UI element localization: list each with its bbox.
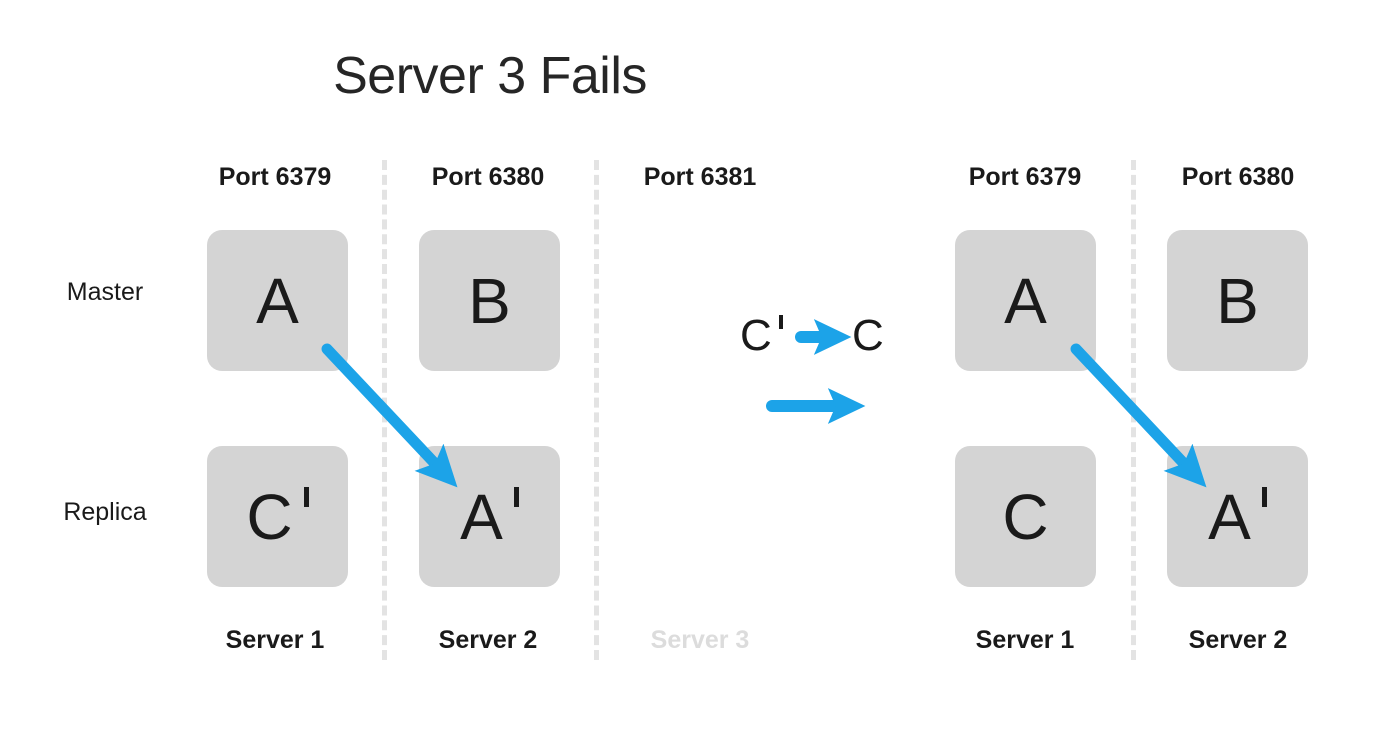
- node-letter: B: [1216, 264, 1259, 337]
- node-letter: B: [468, 264, 511, 337]
- port-label-after-1: Port 6379: [968, 163, 1082, 191]
- server-label-after-2: Server 2: [1188, 626, 1288, 654]
- server-label-after-1: Server 1: [975, 626, 1075, 654]
- row-label-master: Master: [66, 278, 144, 306]
- node-letter: C: [246, 480, 309, 553]
- node-letter: C: [1002, 480, 1049, 553]
- node-box-before-s2-master[interactable]: B: [419, 230, 560, 371]
- row-label-replica: Replica: [63, 498, 147, 526]
- node-box-before-s1-replica[interactable]: C: [207, 446, 348, 587]
- page-title: Server 3 Fails: [333, 47, 647, 105]
- column-divider-2: [594, 160, 599, 660]
- server-label-before-2: Server 2: [438, 626, 538, 654]
- node-letter: A: [1004, 264, 1047, 337]
- node-box-before-s1-master[interactable]: A: [207, 230, 348, 371]
- node-box-after-s1-master[interactable]: A: [955, 230, 1096, 371]
- server-label-before-3: Server 3: [650, 626, 750, 654]
- column-divider-1: [382, 160, 387, 660]
- node-letter: A: [256, 264, 299, 337]
- node-box-after-s2-master[interactable]: B: [1167, 230, 1308, 371]
- node-box-before-s2-replica[interactable]: A: [419, 446, 560, 587]
- node-letter: A: [460, 480, 519, 553]
- port-label-before-3: Port 6381: [643, 163, 757, 191]
- node-letter: A: [1208, 480, 1267, 553]
- transition-from-label: C: [740, 314, 783, 358]
- port-label-before-2: Port 6380: [431, 163, 545, 191]
- transition-from-letter: C: [740, 311, 783, 360]
- port-label-after-2: Port 6380: [1181, 163, 1295, 191]
- node-box-after-s2-replica[interactable]: A: [1167, 446, 1308, 587]
- server-label-before-1: Server 1: [225, 626, 325, 654]
- node-box-after-s1-replica[interactable]: C: [955, 446, 1096, 587]
- transition-to-label: C: [852, 311, 884, 360]
- column-divider-3: [1131, 160, 1136, 660]
- port-label-before-1: Port 6379: [218, 163, 332, 191]
